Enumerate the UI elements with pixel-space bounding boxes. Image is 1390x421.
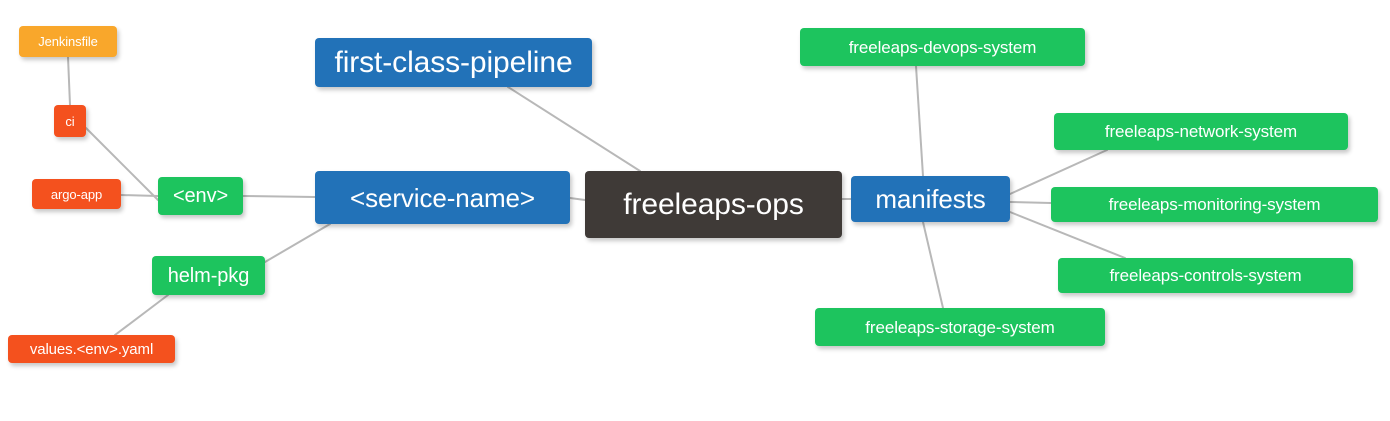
node-first-class-pipeline[interactable]: first-class-pipeline [315, 38, 592, 87]
node-service-name[interactable]: <service-name> [315, 171, 570, 224]
node-freeleaps-network-system[interactable]: freeleaps-network-system [1054, 113, 1348, 150]
node-freeleaps-storage-system[interactable]: freeleaps-storage-system [815, 308, 1105, 346]
edge-manifests-to-freeleaps-devops-system [915, 65, 924, 177]
edge-argo-app-to-env [120, 194, 159, 197]
edge-manifests-to-freeleaps-storage-system [922, 221, 944, 309]
node-label: helm-pkg [167, 264, 250, 287]
node-label: freeleaps-network-system [1104, 122, 1298, 141]
node-freeleaps-monitoring-system[interactable]: freeleaps-monitoring-system [1051, 187, 1378, 222]
node-label: argo-app [50, 186, 103, 202]
node-freeleaps-controls-system[interactable]: freeleaps-controls-system [1058, 258, 1353, 293]
edge-jenkinsfile-to-ci [67, 56, 71, 106]
node-values-env-yaml[interactable]: values.<env>.yaml [8, 335, 175, 363]
node-label: <service-name> [349, 182, 536, 213]
node-helm-pkg[interactable]: helm-pkg [152, 256, 265, 295]
node-manifests[interactable]: manifests [851, 176, 1010, 222]
node-label: freeleaps-devops-system [848, 37, 1037, 57]
node-label: freeleaps-monitoring-system [1108, 195, 1321, 214]
node-label: <env> [172, 185, 229, 207]
edge-manifests-to-freeleaps-monitoring-system [1009, 201, 1052, 204]
node-ci[interactable]: ci [54, 105, 86, 137]
node-jenkinsfile[interactable]: Jenkinsfile [19, 26, 117, 57]
node-label: values.<env>.yaml [29, 340, 154, 358]
node-label: freeleaps-ops [623, 187, 804, 221]
node-label: ci [65, 113, 75, 129]
node-label: freeleaps-storage-system [865, 317, 1055, 337]
node-env[interactable]: <env> [158, 177, 243, 215]
node-freeleaps-ops[interactable]: freeleaps-ops [585, 171, 842, 238]
node-label: freeleaps-controls-system [1109, 266, 1302, 285]
edge-service-name-to-freeleaps-ops [569, 197, 586, 201]
node-label: manifests [875, 184, 986, 214]
node-freeleaps-devops-system[interactable]: freeleaps-devops-system [800, 28, 1085, 66]
node-label: Jenkinsfile [38, 34, 98, 49]
edge-env-to-service-name [242, 195, 316, 198]
edge-first-class-pipeline-to-freeleaps-ops [507, 86, 641, 172]
node-argo-app[interactable]: argo-app [32, 179, 121, 209]
node-label: first-class-pipeline [334, 45, 573, 79]
edge-service-name-to-helm-pkg [264, 223, 331, 263]
edge-helm-pkg-to-values-env-yaml [114, 294, 169, 336]
